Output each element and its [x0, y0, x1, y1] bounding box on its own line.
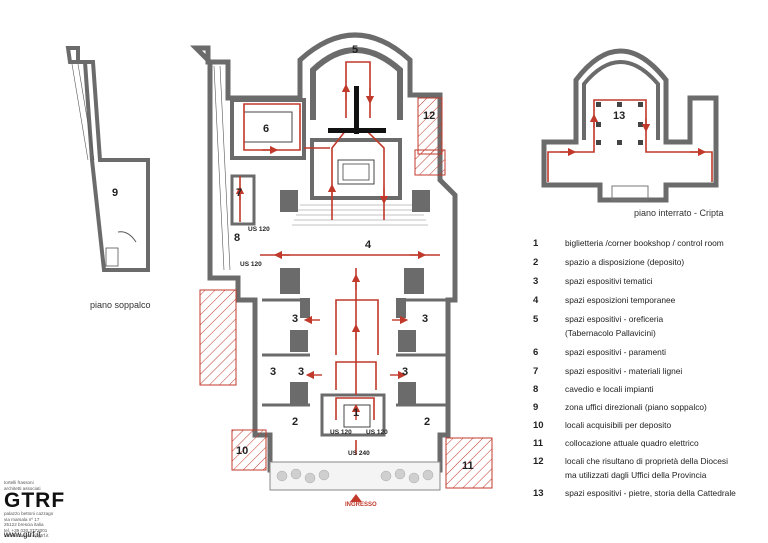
entrance-marker: [350, 494, 362, 502]
legend-number: 9: [533, 402, 539, 413]
legend-number: 6: [533, 347, 539, 358]
legend-text: biglietteria /corner bookshop / control …: [565, 238, 724, 248]
firm-name: tortelli frassoni: [4, 480, 34, 485]
legend-number: 13: [533, 488, 544, 499]
legend-number: 4: [533, 295, 539, 306]
mezzanine-plan: [65, 46, 150, 272]
website-link[interactable]: www.gtrf.it: [4, 530, 41, 539]
address-line: palazzo bettoni cazzago: [4, 511, 54, 516]
route-arrows: [235, 83, 427, 420]
room-5-label: 5: [352, 44, 359, 56]
crypt-caption: piano interrato - Cripta: [634, 208, 724, 218]
crypt-plan: [541, 48, 719, 203]
legend-text: locali acquisibili per deposito: [565, 420, 672, 430]
room-1-label: 1: [353, 407, 360, 419]
legend-text: locali che risultano di proprietà della …: [565, 456, 728, 466]
address-line: tortelli.frassoni@gtrf.it: [4, 533, 49, 538]
room-6-label: 6: [263, 123, 270, 135]
firm-logo: tortelli frassoni architetti associati G…: [4, 480, 64, 539]
legend-text: cavedio e locali impianti: [565, 384, 654, 394]
legend-number: 2: [533, 257, 539, 268]
entrance-label: INGRESSO: [345, 502, 377, 508]
legend-text: spazio a disposizione (deposito): [565, 257, 685, 267]
legend-number: 10: [533, 420, 544, 431]
room-2-label: 2: [292, 416, 299, 428]
room-3-label: 3: [298, 366, 305, 378]
address-line: tel. +39 030 3772001: [4, 527, 48, 533]
tabernacle-symbol: [328, 86, 386, 134]
address-line: via marsala nº 17: [4, 516, 40, 522]
room-12-label: 12: [423, 110, 436, 122]
address-line: 25122 brescia italia: [4, 522, 44, 527]
room-2-label: 2: [424, 416, 431, 428]
legend-number: 12: [533, 456, 544, 467]
room-4-label: 4: [365, 239, 372, 251]
legend-text: spazi esposizioni temporanee: [565, 295, 676, 305]
legend-text: zona uffici direzionali (piano soppalco): [565, 402, 707, 412]
legend-text: spazi espositivi - oreficeria: [565, 314, 664, 324]
room-9-label: 9: [112, 187, 119, 199]
legend-text: spazi espositivi - paramenti: [565, 347, 667, 357]
us-label: US 120: [248, 226, 270, 233]
room-7-label: 7: [236, 187, 243, 199]
room-11-label: 11: [462, 460, 474, 472]
legend-text: ma utilizzati dagli Uffici della Provinc…: [565, 470, 707, 480]
legend-number: 7: [533, 366, 539, 377]
brand-mark: GTRF: [4, 489, 66, 512]
legend-number: 8: [533, 384, 539, 395]
room-3-label: 3: [292, 313, 299, 325]
legend-text: spazi espositivi - materiali lignei: [565, 366, 683, 376]
room-3-label: 3: [402, 366, 409, 378]
room-13-label: 13: [613, 110, 626, 122]
mezzanine-caption: piano soppalco: [90, 300, 151, 310]
firm-subtitle: architetti associati: [4, 485, 41, 491]
us-label: US 120: [366, 429, 388, 436]
room-3-label: 3: [270, 366, 277, 378]
us-label: US 120: [240, 261, 262, 268]
legend-text: (Tabernacolo Pallavicini): [565, 328, 656, 338]
legend-text: spazi espositivi tematici: [565, 276, 653, 286]
legend-number: 3: [533, 276, 539, 287]
legend-number: 5: [533, 314, 539, 325]
legend-number: 11: [533, 438, 544, 449]
hatched-areas: [199, 97, 493, 489]
us-label: US 120: [330, 429, 352, 436]
legend-text: collocazione attuale quadro elettrico: [565, 438, 699, 448]
main-plan: [189, 32, 458, 491]
legend-number: 1: [533, 238, 539, 249]
room-3-label: 3: [422, 313, 429, 325]
legend-text: spazi espositivi - pietre, storia della …: [565, 488, 736, 498]
us-label: US 240: [348, 450, 370, 457]
room-8-label: 8: [234, 232, 241, 244]
room-10-label: 10: [236, 445, 249, 457]
